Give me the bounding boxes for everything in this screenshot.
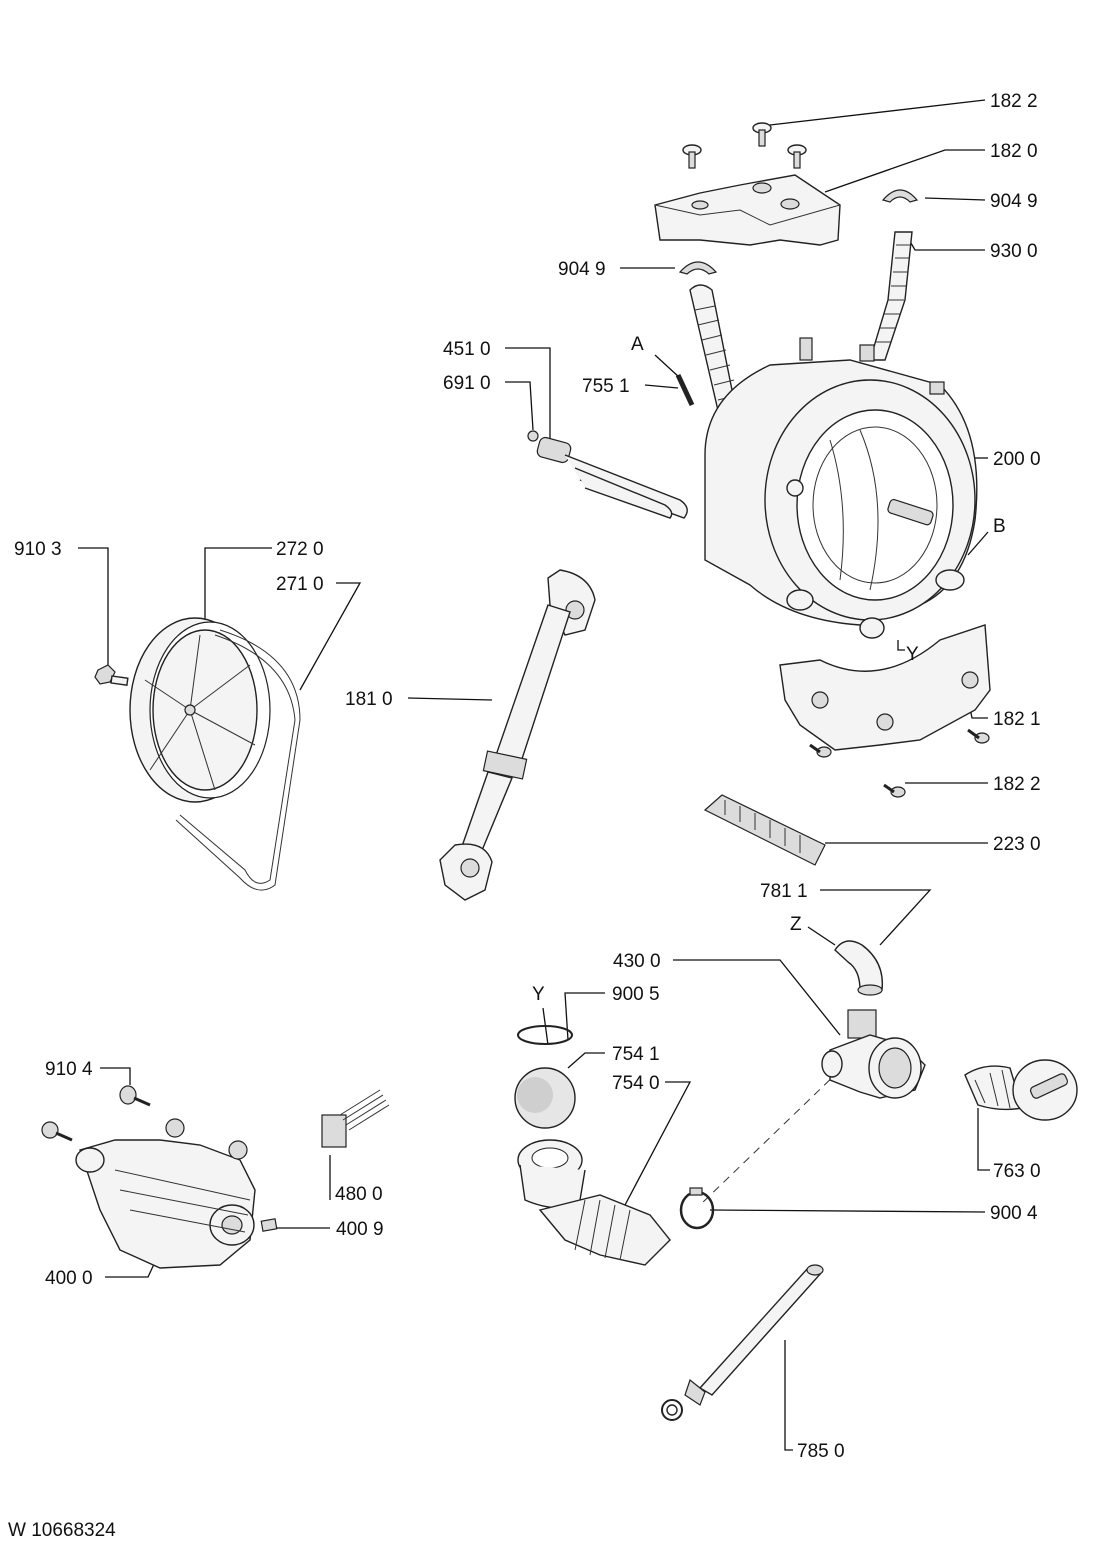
label-200-0: 200 0: [993, 449, 1041, 470]
label-182-1: 182 1: [993, 709, 1041, 730]
hose-clamp-icon: [679, 1187, 715, 1230]
shock-absorber-icon: [439, 569, 596, 901]
label-B: B: [993, 516, 1006, 537]
label-A: A: [631, 334, 644, 355]
drum-lifter-icon: [703, 794, 826, 866]
carbon-brush-icon: [260, 1218, 278, 1232]
label-182-2-bottom: 182 2: [993, 774, 1041, 795]
label-785-0: 785 0: [797, 1441, 845, 1462]
leader-lines: [78, 99, 990, 1451]
heater-nut-icon: [527, 430, 539, 442]
label-910-4: 910 4: [45, 1059, 93, 1080]
drain-hose-icon: [661, 1264, 824, 1421]
label-451-0: 451 0: [443, 339, 491, 360]
wiring-connector-icon: [321, 1089, 390, 1148]
label-480-0: 480 0: [335, 1184, 383, 1205]
vent-hose-right-icon: [869, 231, 913, 361]
motor-screw-2-icon: [41, 1121, 73, 1142]
label-182-0: 182 0: [990, 141, 1038, 162]
part-labels: 182 2 182 0 904 9 930 0 904 9 451 0 691 …: [14, 91, 1041, 1462]
label-754-0: 754 0: [612, 1073, 660, 1094]
label-904-9-right: 904 9: [990, 191, 1038, 212]
sump-hose-icon: [517, 1139, 671, 1266]
label-900-5: 900 5: [612, 984, 660, 1005]
bottom-counterweight-icon: [779, 624, 991, 751]
label-755-1: 755 1: [582, 376, 630, 397]
label-900-4: 900 4: [990, 1203, 1038, 1224]
document-id: W 10668324: [8, 1520, 116, 1541]
motor-screw-1-icon: [119, 1085, 151, 1107]
top-counterweight-icon: [654, 174, 841, 246]
motor-icon: [75, 1118, 256, 1269]
hose-clip-left-icon: [678, 261, 718, 275]
sump-ball-icon: [514, 1067, 576, 1129]
label-430-0: 430 0: [613, 951, 661, 972]
counterweight-screw-2-icon: [809, 743, 832, 758]
top-screw-left-icon: [682, 144, 702, 169]
label-271-0: 271 0: [276, 574, 324, 595]
label-182-2-top: 182 2: [990, 91, 1038, 112]
label-400-9: 400 9: [336, 1219, 384, 1240]
o-ring-icon: [517, 1025, 573, 1045]
label-181-0: 181 0: [345, 689, 393, 710]
pulley-icon: [129, 617, 271, 803]
hose-elbow-icon: [834, 940, 884, 996]
screw-910-3-icon: [94, 664, 129, 686]
tub-icon: [704, 337, 978, 639]
label-Y-top: Y: [906, 644, 919, 665]
label-Y-bottom: Y: [532, 984, 545, 1005]
pin-icon: [675, 373, 695, 407]
label-904-9-left: 904 9: [558, 259, 606, 280]
label-223-0: 223 0: [993, 834, 1041, 855]
label-763-0: 763 0: [993, 1161, 1041, 1182]
top-screw-right-icon: [787, 144, 807, 169]
counterweight-screw-1-icon: [967, 728, 990, 744]
counterweight-screw-3-icon: [883, 783, 906, 798]
label-Z: Z: [790, 914, 802, 935]
label-930-0: 930 0: [990, 241, 1038, 262]
label-754-1: 754 1: [612, 1044, 660, 1065]
heater-element-icon: [536, 436, 688, 519]
label-781-1: 781 1: [760, 881, 808, 902]
top-screw-center-icon: [752, 122, 772, 147]
label-910-3: 910 3: [14, 539, 62, 560]
drain-pump-icon: [821, 1009, 926, 1099]
pump-filter-icon: [964, 1059, 1078, 1121]
label-400-0: 400 0: [45, 1268, 93, 1289]
label-272-0: 272 0: [276, 539, 324, 560]
label-691-0: 691 0: [443, 373, 491, 394]
drive-belt-icon: [175, 629, 301, 891]
hose-clip-right-icon: [881, 189, 919, 203]
